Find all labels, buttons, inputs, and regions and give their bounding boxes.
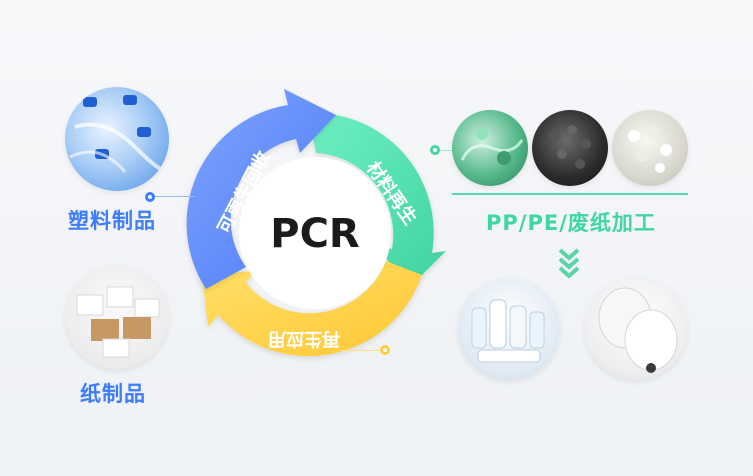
yellow-connector-line (340, 350, 380, 351)
white-pellets-icon (628, 126, 672, 173)
paper-rolls-icon (598, 287, 678, 373)
center-circle (239, 157, 391, 309)
black-pellets-icon (549, 125, 591, 169)
paper-rolls-image (585, 278, 687, 380)
blue-arc (186, 89, 336, 289)
center-text: PCR (270, 211, 359, 257)
yellow-connector-dot (380, 345, 390, 355)
green-flakes-image (452, 110, 528, 186)
plastic-connector-dot (145, 192, 155, 202)
chevron-down-icon (558, 248, 580, 278)
plastic-bottles-icon (69, 95, 167, 173)
plastic-containers-icon (471, 299, 545, 363)
paper-label: 纸制品 (80, 382, 146, 406)
white-pellets-image (612, 110, 688, 186)
plastic-connector-line (155, 196, 195, 197)
green-connector-dot (430, 145, 440, 155)
arc-label-yellow: 再生应用 (268, 328, 340, 350)
paper-boxes-icon (76, 286, 160, 358)
process-label: PP/PE/废纸加工 (486, 211, 656, 235)
plastic-bottles-image (65, 87, 169, 191)
green-flakes-icon (460, 128, 524, 165)
black-pellets-image (532, 110, 608, 186)
plastic-containers-image (458, 278, 560, 380)
green-arc (308, 112, 446, 289)
pcr-cycle-diagram: PCR 可再生回收 材料再生 再生应用 (186, 89, 446, 357)
paper-boxes-image (65, 265, 169, 369)
process-divider (452, 193, 688, 195)
yellow-arc (202, 261, 422, 357)
green-connector-line (440, 150, 456, 151)
plastic-label: 塑料制品 (68, 209, 156, 233)
